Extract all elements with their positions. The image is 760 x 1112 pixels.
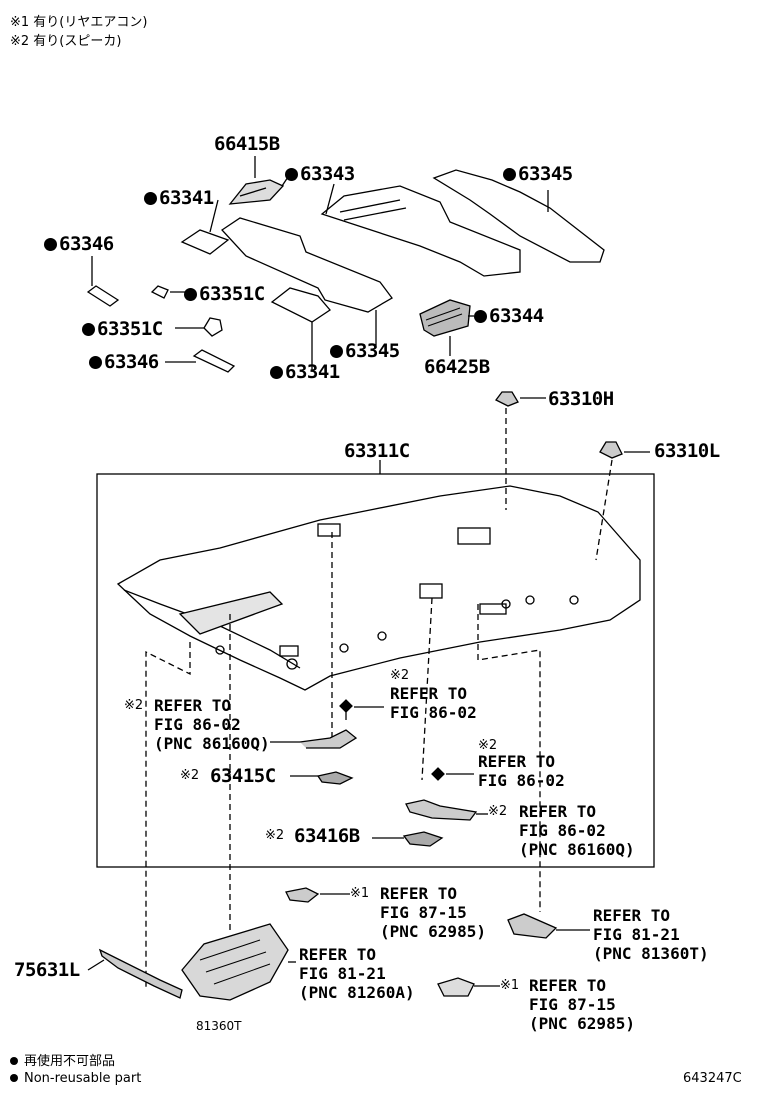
part-63351c-mid-shape bbox=[203, 317, 223, 337]
ref-5-mark: ※1 bbox=[350, 886, 370, 901]
ref-3-text: REFER TO FIG 86-02 bbox=[478, 752, 565, 790]
part-81360t-lamp-shape bbox=[507, 913, 558, 939]
part-63341-bottom-pad-shape bbox=[270, 287, 331, 323]
part-number-63310l: 63310L bbox=[654, 440, 720, 462]
mark-63416b: ※2 bbox=[265, 828, 285, 843]
part-number-63345-mid-text: 63345 bbox=[345, 340, 400, 362]
part-rear-aircon-lamp-shape bbox=[285, 887, 320, 903]
part-66415b-shape bbox=[228, 179, 285, 205]
part-number-66425b: 66425B bbox=[424, 356, 490, 378]
non-reusable-dot-icon bbox=[474, 310, 487, 323]
part-63415c-shape bbox=[316, 771, 354, 785]
ref-5-text: REFER TO FIG 87-15 (PNC 62985) bbox=[380, 884, 486, 941]
part-63345-top-panel-shape bbox=[432, 169, 605, 263]
legend-jp-text: 再使用不可部品 bbox=[24, 1054, 116, 1069]
part-number-63351c-mid-text: 63351C bbox=[97, 318, 163, 340]
ref-4-text: REFER TO FIG 86-02 (PNC 86160Q) bbox=[519, 802, 635, 859]
part-63344-shape bbox=[419, 299, 471, 337]
ref-4-mark: ※2 bbox=[488, 804, 508, 819]
part-63416b-shape bbox=[402, 831, 444, 847]
part-number-63344: 63344 bbox=[474, 306, 544, 326]
legend-en: Non-reusable part bbox=[10, 1072, 141, 1086]
non-reusable-dot-icon bbox=[184, 288, 197, 301]
part-63346-bottom-stick-shape bbox=[192, 349, 236, 373]
non-reusable-dot-icon bbox=[10, 1074, 18, 1082]
headliner-63311c-shape bbox=[116, 485, 641, 691]
part-rear-aircon-lamp2-shape bbox=[437, 977, 475, 997]
part-number-75631l: 75631L bbox=[14, 959, 80, 981]
part-number-63351c-mid: 63351C bbox=[82, 319, 163, 339]
part-63346-stick-shape bbox=[86, 285, 120, 307]
non-reusable-dot-icon bbox=[82, 323, 95, 336]
part-63351c-clip-shape bbox=[150, 285, 169, 299]
ref-8-text: REFER TO FIG 87-15 (PNC 62985) bbox=[529, 976, 635, 1033]
non-reusable-dot-icon bbox=[330, 345, 343, 358]
part-number-63341-left-text: 63341 bbox=[159, 187, 214, 209]
part-number-66415b: 66415B bbox=[214, 133, 280, 155]
part-number-63346-bottom-text: 63346 bbox=[104, 351, 159, 373]
clip-63310h-shape bbox=[495, 391, 519, 407]
note-rear-aircon: ※1 有り(リヤエアコン) bbox=[10, 15, 148, 30]
part-63343-panel-shape bbox=[320, 185, 521, 277]
part-number-63351c-top-text: 63351C bbox=[199, 283, 265, 305]
part-number-63341-bottom: 63341 bbox=[270, 362, 340, 382]
non-reusable-dot-icon bbox=[285, 168, 298, 181]
legend-en-text: Non-reusable part bbox=[24, 1071, 142, 1086]
part-number-63346-top: 63346 bbox=[44, 234, 114, 254]
ref-1-mark: ※2 bbox=[124, 698, 144, 713]
non-reusable-dot-icon bbox=[144, 192, 157, 205]
note-speaker: ※2 有り(スピーカ) bbox=[10, 34, 122, 49]
non-reusable-dot-icon bbox=[10, 1057, 18, 1065]
part-63345-panel-shape bbox=[221, 217, 393, 313]
legend-jp: 再使用不可部品 bbox=[10, 1055, 115, 1069]
part-number-63311c: 63311C bbox=[344, 440, 410, 462]
non-reusable-dot-icon bbox=[503, 168, 516, 181]
assembly-frame bbox=[96, 473, 655, 868]
part-number-63343: 63343 bbox=[285, 164, 355, 184]
part-number-63415c: 63415C bbox=[210, 765, 276, 787]
part-number-63344-text: 63344 bbox=[489, 305, 544, 327]
ref-8-mark: ※1 bbox=[500, 978, 520, 993]
part-number-63346-bottom: 63346 bbox=[89, 352, 159, 372]
ref-2-text: REFER TO FIG 86-02 bbox=[390, 684, 477, 722]
part-number-63416b: 63416B bbox=[294, 825, 360, 847]
part-number-63346-top-text: 63346 bbox=[59, 233, 114, 255]
mark-63415c: ※2 bbox=[180, 768, 200, 783]
part-number-63341-left: 63341 bbox=[144, 188, 214, 208]
non-reusable-dot-icon bbox=[89, 356, 102, 369]
part-number-63343-text: 63343 bbox=[300, 163, 355, 185]
part-number-63345-mid: 63345 bbox=[330, 341, 400, 361]
part-number-63351c-top: 63351C bbox=[184, 284, 265, 304]
ref-1-text: REFER TO FIG 86-02 (PNC 86160Q) bbox=[154, 696, 270, 753]
ref-7-text: REFER TO FIG 81-21 (PNC 81260A) bbox=[299, 945, 415, 1002]
non-reusable-dot-icon bbox=[44, 238, 57, 251]
part-number-63345-top-text: 63345 bbox=[518, 163, 573, 185]
ref-2-mark: ※2 bbox=[390, 668, 410, 683]
ref-6-text: REFER TO FIG 81-21 (PNC 81360T) bbox=[593, 906, 709, 963]
non-reusable-dot-icon bbox=[270, 366, 283, 379]
ref-3-mark: ※2 bbox=[478, 738, 498, 753]
part-number-63310h: 63310H bbox=[548, 388, 614, 410]
diagram-id: 643247C bbox=[683, 1071, 742, 1086]
part-63341-pad-shape bbox=[180, 229, 230, 255]
label-81360t: 81360T bbox=[196, 1019, 242, 1033]
part-number-63341-bottom-text: 63341 bbox=[285, 361, 340, 383]
part-75631l-molding-shape bbox=[98, 948, 183, 999]
clip-63310l-shape bbox=[599, 441, 623, 459]
part-number-63345-top: 63345 bbox=[503, 164, 573, 184]
